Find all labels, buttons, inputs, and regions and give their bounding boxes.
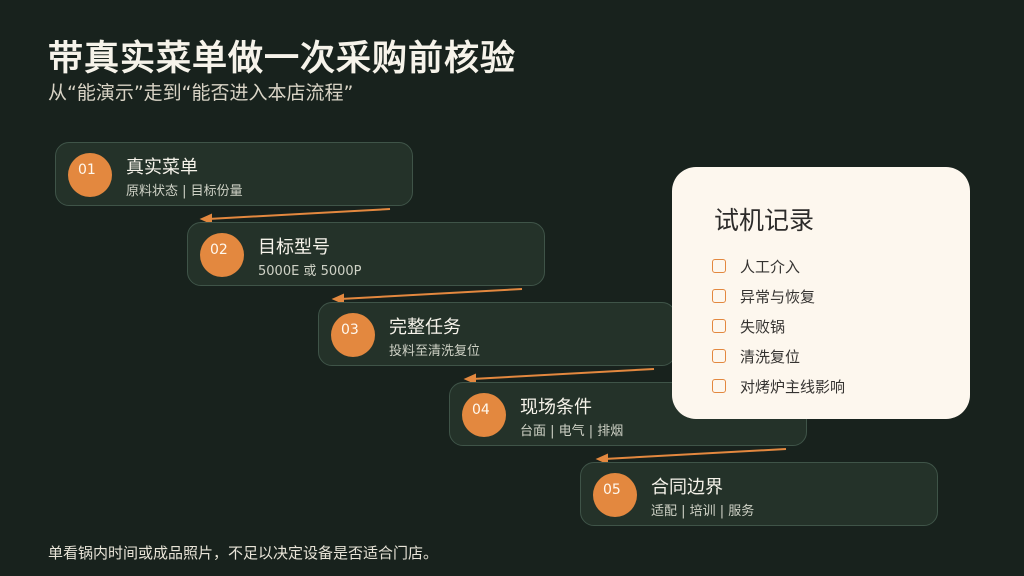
step-subtitle: 台面 | 电气 | 排烟 <box>520 424 624 439</box>
step-subtitle: 5000E 或 5000P <box>258 264 362 279</box>
trial-record-title: 试机记录 <box>714 206 815 235</box>
checkbox-icon[interactable] <box>712 319 726 333</box>
step-card-2: 02 目标型号 5000E 或 5000P <box>187 222 545 286</box>
connector-4-5 <box>603 448 787 460</box>
checklist-label: 对烤炉主线影响 <box>740 377 846 396</box>
checklist-label: 人工介入 <box>740 257 801 276</box>
checklist-label: 失败锅 <box>740 317 786 336</box>
checklist-item[interactable]: 失败锅 <box>712 311 845 341</box>
checkbox-icon[interactable] <box>712 349 726 363</box>
connector-1-2 <box>207 208 391 220</box>
trial-record-checklist: 人工介入 异常与恢复 失败锅 清洗复位 对烤炉主线影响 <box>712 251 845 401</box>
step-card-3: 03 完整任务 投料至清洗复位 <box>318 302 676 366</box>
step-title: 完整任务 <box>389 317 461 338</box>
step-subtitle: 原料状态 | 目标份量 <box>126 184 243 199</box>
trial-record-panel: 试机记录 人工介入 异常与恢复 失败锅 清洗复位 对烤炉主线影响 <box>672 167 970 419</box>
checklist-item[interactable]: 对烤炉主线影响 <box>712 371 845 401</box>
step-title: 合同边界 <box>651 477 723 498</box>
step-number-badge: 05 <box>593 473 637 517</box>
step-number-badge: 03 <box>331 313 375 357</box>
connector-2-3 <box>339 288 523 300</box>
footer-note: 单看锅内时间或成品照片，不足以决定设备是否适合门店。 <box>48 544 439 562</box>
step-title: 真实菜单 <box>126 157 198 178</box>
step-number-badge: 01 <box>68 153 112 197</box>
step-card-4: 04 现场条件 台面 | 电气 | 排烟 <box>449 382 807 446</box>
step-card-5: 05 合同边界 适配 | 培训 | 服务 <box>580 462 938 526</box>
step-card-1: 01 真实菜单 原料状态 | 目标份量 <box>55 142 413 206</box>
step-number-badge: 02 <box>200 233 244 277</box>
page-subtitle: 从“能演示”走到“能否进入本店流程” <box>48 82 354 104</box>
checkbox-icon[interactable] <box>712 379 726 393</box>
checkbox-icon[interactable] <box>712 259 726 273</box>
step-subtitle: 投料至清洗复位 <box>389 344 481 359</box>
checklist-label: 异常与恢复 <box>740 287 816 306</box>
checkbox-icon[interactable] <box>712 289 726 303</box>
step-title: 现场条件 <box>520 397 592 418</box>
step-title: 目标型号 <box>258 237 330 258</box>
checklist-item[interactable]: 人工介入 <box>712 251 845 281</box>
connector-3-4 <box>471 368 655 380</box>
page-title: 带真实菜单做一次采购前核验 <box>48 39 517 79</box>
checklist-item[interactable]: 异常与恢复 <box>712 281 845 311</box>
step-subtitle: 适配 | 培训 | 服务 <box>651 504 755 519</box>
checklist-item[interactable]: 清洗复位 <box>712 341 845 371</box>
checklist-label: 清洗复位 <box>740 347 801 366</box>
step-number-badge: 04 <box>462 393 506 437</box>
